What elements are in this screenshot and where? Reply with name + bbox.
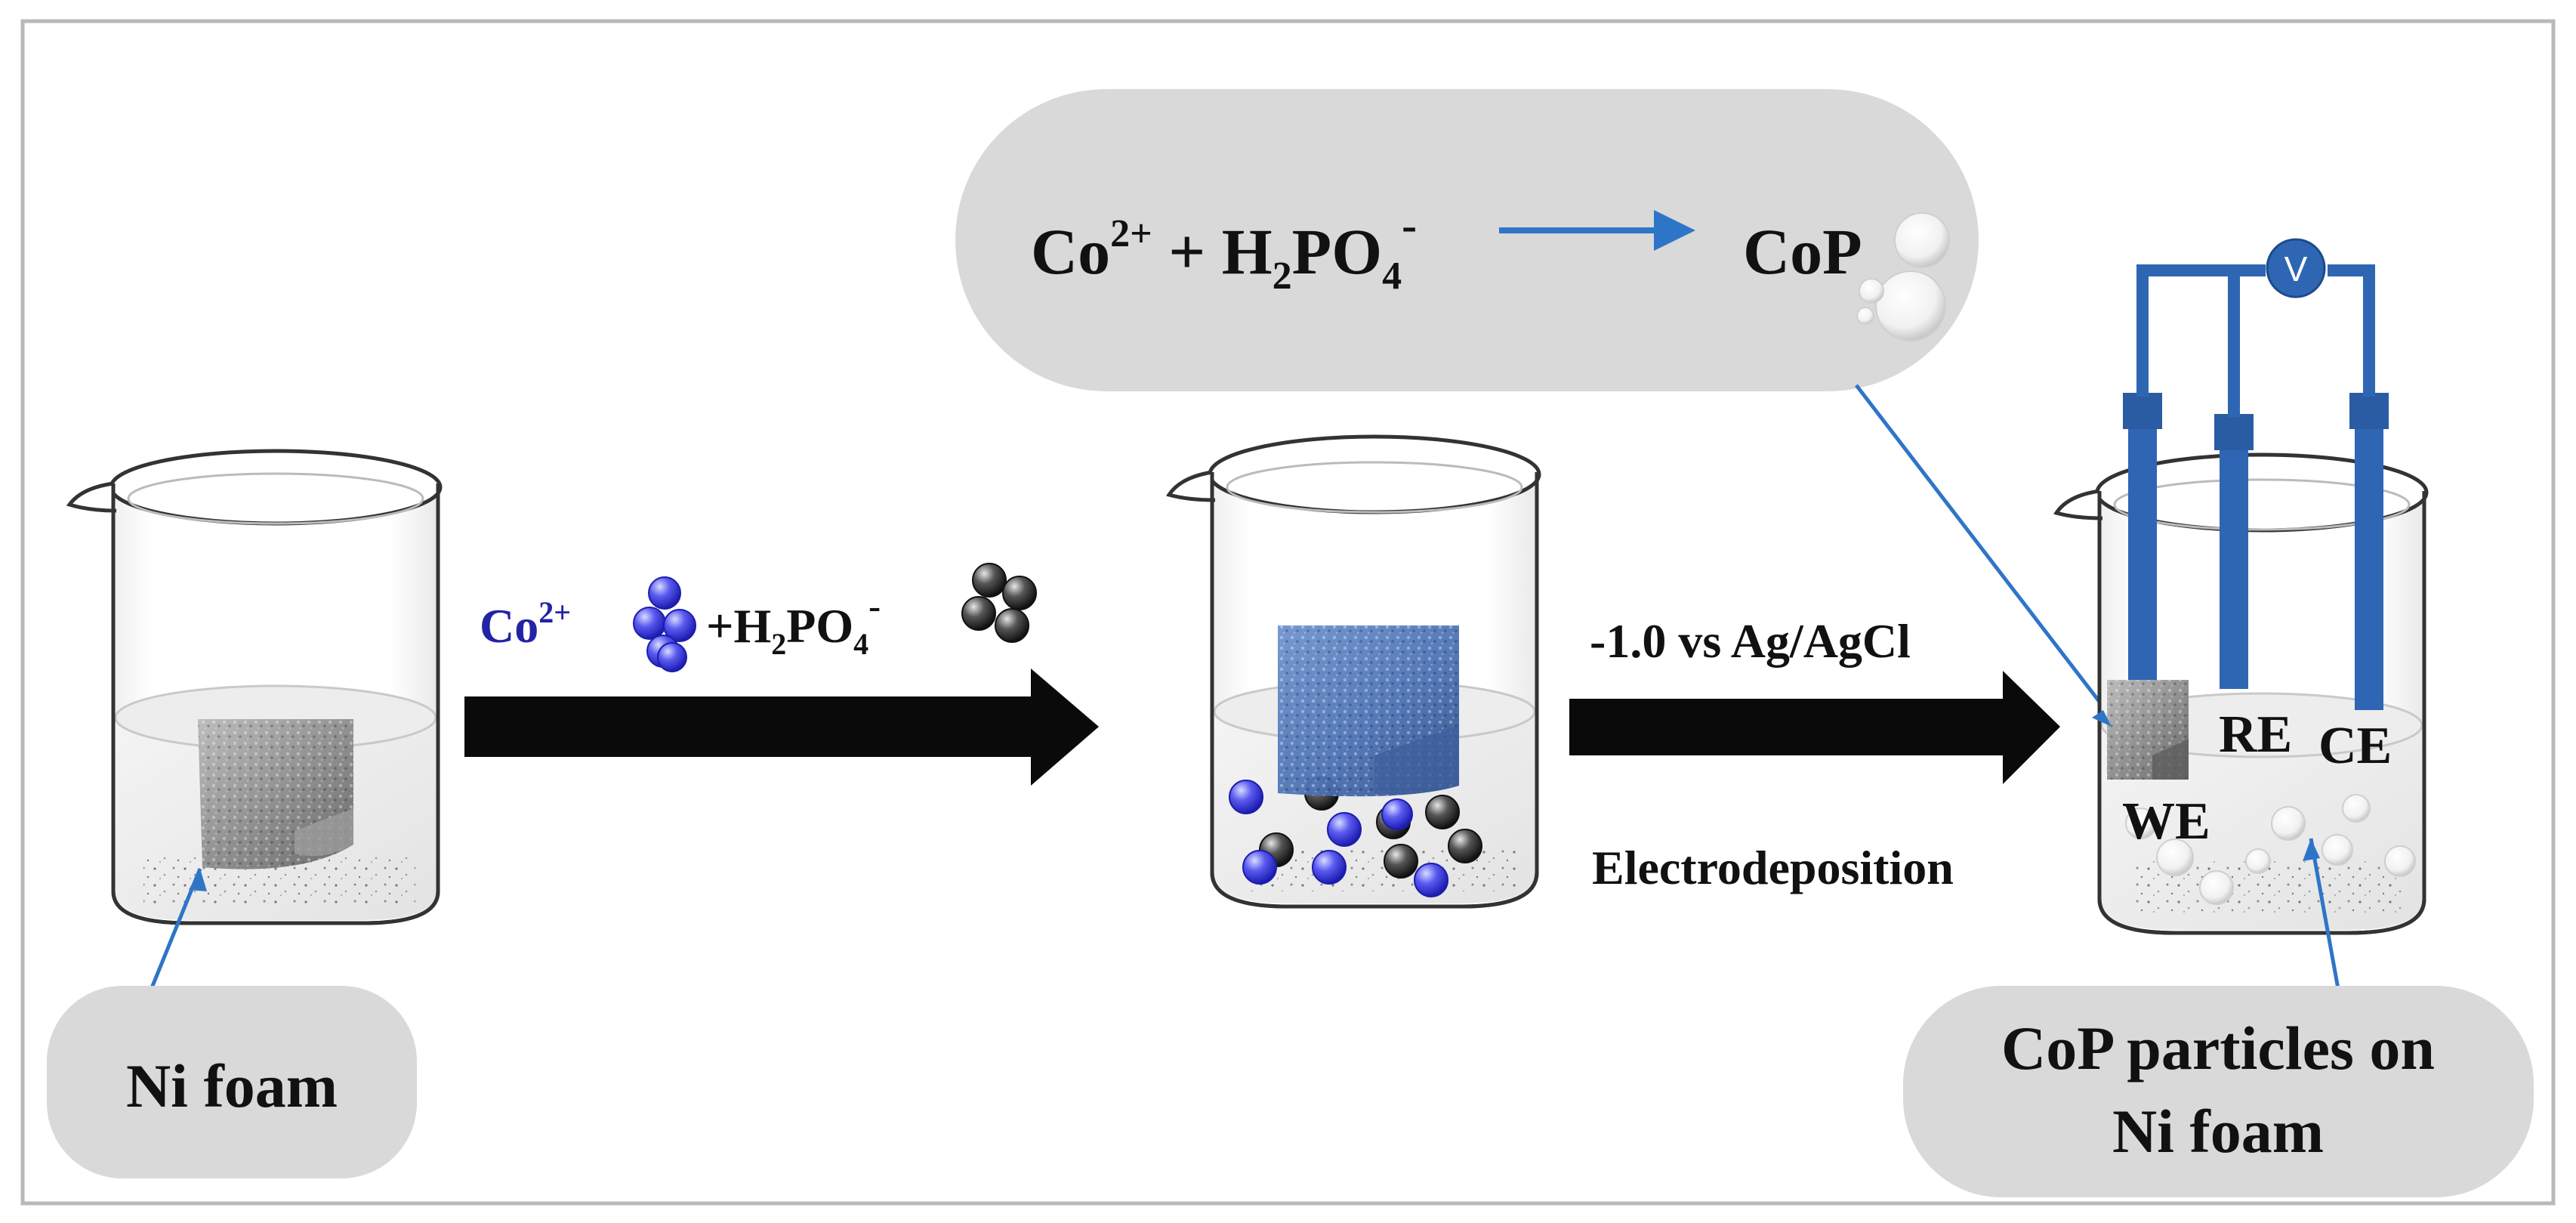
phosphate-ion-cluster xyxy=(961,563,1037,643)
voltmeter-symbol: V xyxy=(2284,249,2308,289)
ce-label: CE xyxy=(2318,717,2392,775)
reaction-minus: - xyxy=(1402,200,1417,250)
reaction-plus-h: + H xyxy=(1152,215,1273,288)
result-pointer-arrowhead xyxy=(2303,838,2320,861)
reaction-pointer-arrowhead xyxy=(2092,710,2112,727)
arrow1-sub-2: 2 xyxy=(771,627,786,661)
result-label-bubble xyxy=(1903,986,2534,1197)
voltmeter-icon xyxy=(2266,238,2326,298)
process-arrow-2 xyxy=(1569,671,2060,784)
arrow1-phosphate-label: +H2PO4- xyxy=(706,586,881,661)
arrow1-plus-h: +H xyxy=(706,599,771,653)
reaction-po: PO xyxy=(1292,215,1382,288)
re-label: RE xyxy=(2219,706,2292,764)
figure-frame xyxy=(20,19,2556,1206)
working-electrode-rod xyxy=(2128,393,2157,701)
beaker-ni-foam xyxy=(66,449,443,925)
reaction-co: Co xyxy=(1031,215,1110,288)
beaker-electrochemical-cell xyxy=(2053,393,2429,935)
result-label-line2: Ni foam xyxy=(2112,1097,2324,1166)
ni-foam-label: Ni foam xyxy=(126,1052,338,1120)
reaction-product: CoP xyxy=(1743,215,1862,288)
reaction-sub-2: 2 xyxy=(1273,255,1292,298)
co-ion-cluster xyxy=(633,576,696,672)
beaker-precursor-solution xyxy=(1166,434,1541,909)
reaction-bubble xyxy=(955,89,1979,391)
we-label: WE xyxy=(2122,792,2210,851)
reference-electrode-rod xyxy=(2220,423,2248,689)
counter-electrode-rod xyxy=(2355,393,2383,710)
potential-label: -1.0 vs Ag/AgCl xyxy=(1590,614,1911,668)
arrow1-co: Co xyxy=(480,599,538,653)
arrow1-minus: - xyxy=(868,586,881,626)
reaction-co-charge: 2+ xyxy=(1110,212,1152,255)
process-arrow-1 xyxy=(464,669,1099,786)
reaction-arrowhead xyxy=(1654,210,1695,251)
reaction-reactants: Co2+ + H2PO4- xyxy=(1031,200,1417,298)
arrow1-sub-4: 4 xyxy=(853,627,868,661)
arrow1-precursor-label: Co2+ xyxy=(480,595,571,653)
arrow1-po: PO xyxy=(786,599,853,653)
reaction-sub-4: 4 xyxy=(1382,255,1402,298)
electrodeposition-label: Electrodeposition xyxy=(1592,841,1954,894)
potentiostat-wiring: V xyxy=(2136,238,2375,417)
ni-foam-label-bubble xyxy=(47,986,417,1178)
product-bubbles xyxy=(1856,212,1950,341)
arrow1-co-charge: 2+ xyxy=(538,595,571,629)
result-pointer xyxy=(2309,838,2342,998)
reaction-pointer xyxy=(1855,384,2116,723)
ni-foam-pointer-arrowhead xyxy=(189,869,207,891)
result-label-line1: CoP particles on xyxy=(2001,1014,2435,1082)
